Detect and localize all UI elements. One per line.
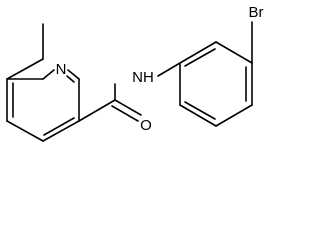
bond-c3-c4 (42, 120, 80, 142)
bond-c6-n1 (42, 69, 55, 80)
atom-label-carbonyl-oxygen: O (140, 117, 152, 134)
atom-label-ring-nitrogen: N (56, 61, 67, 78)
bond-p2-p3 (215, 41, 253, 64)
bond-c4-c5 (6, 120, 44, 142)
pyridine-ring (6, 69, 80, 142)
bond-p1-p2-inner (184, 48, 216, 67)
bond-ring-a (6, 58, 44, 80)
bond-c2-carbonyl (78, 99, 116, 122)
bond-nh-phenyl (157, 62, 181, 77)
bond-p4-p5 (215, 104, 253, 127)
atom-label-bromine: Br (249, 4, 264, 21)
bond-c-o-double (111, 105, 139, 122)
bond-p5-p6 (179, 104, 217, 127)
bond-n1-c2 (67, 69, 80, 80)
phenyl-ring (179, 41, 253, 127)
amide-group (78, 62, 181, 122)
atom-label-amide-nh: NH (132, 69, 154, 86)
bond-p5-p6-inner (184, 101, 216, 120)
molecule-diagram: N NH O Br (6, 4, 264, 142)
bond-c-o (114, 99, 142, 116)
bond-n1-c2-inner (66, 75, 75, 83)
bond-c3-c4-inner (43, 117, 75, 136)
bond-p1-p2 (179, 41, 217, 64)
pyridine-ring-outline (6, 58, 44, 80)
